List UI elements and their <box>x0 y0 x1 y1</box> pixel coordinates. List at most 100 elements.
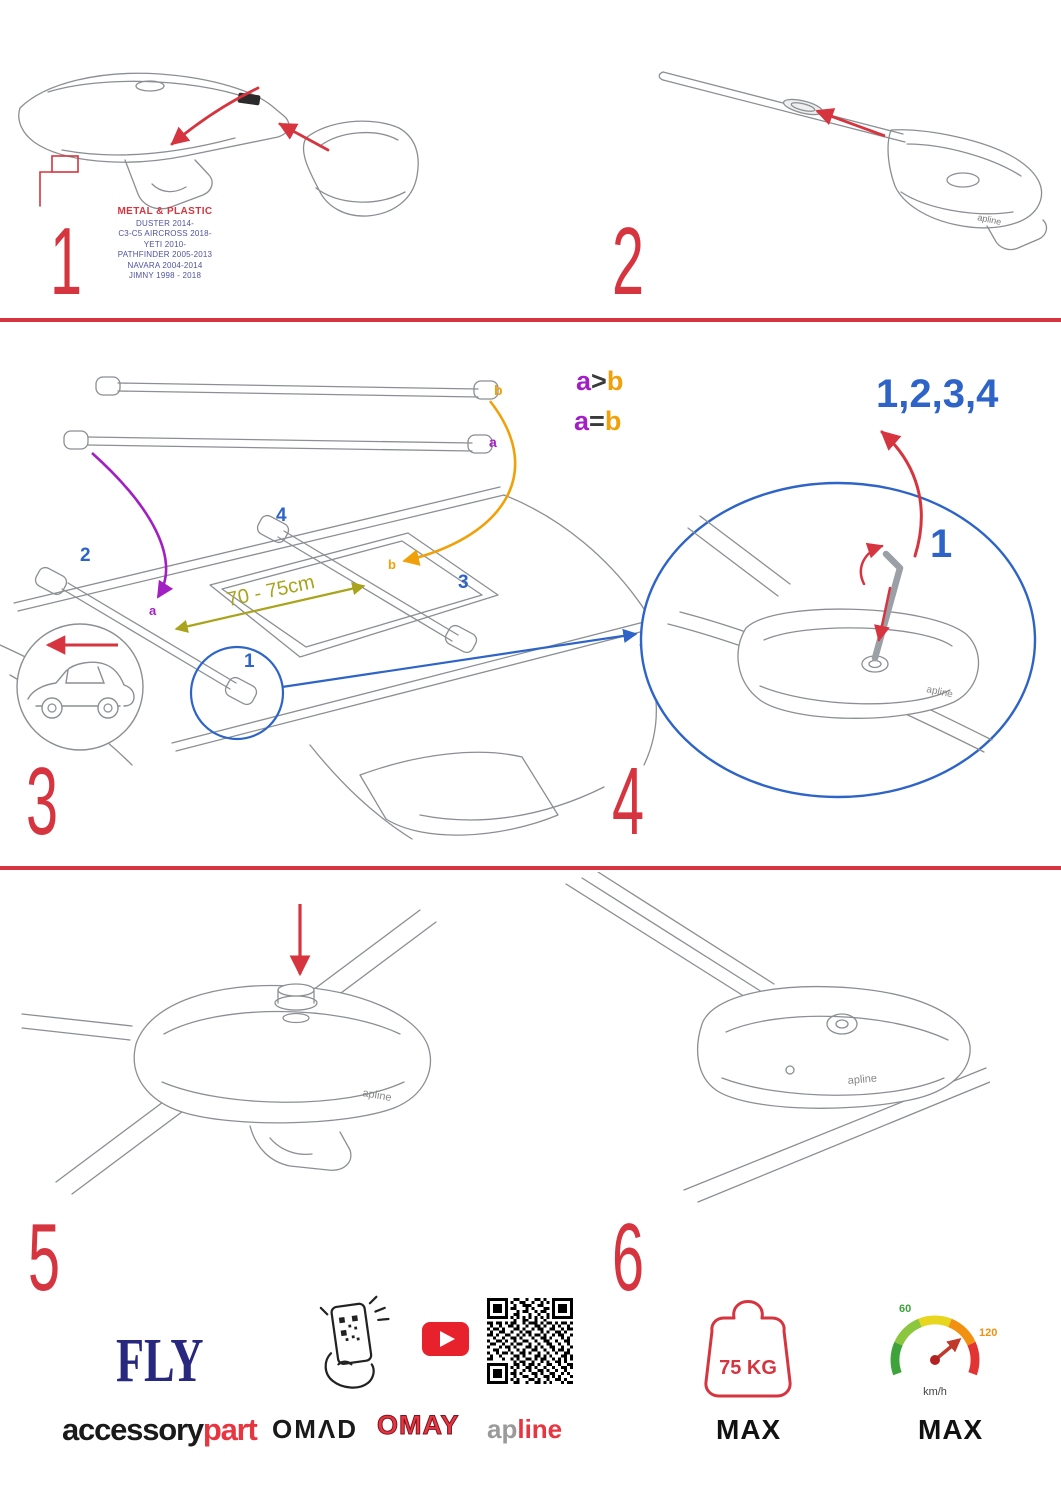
sunroof <box>209 532 499 658</box>
section-divider <box>0 318 1061 322</box>
crossbar-line <box>21 1027 131 1041</box>
bar-b-label: b <box>494 382 503 398</box>
crossbar-line <box>687 527 779 597</box>
roof-drawing <box>0 376 657 840</box>
foot-cap-drawing <box>21 909 437 1195</box>
cmp2-right: b <box>604 406 622 436</box>
car-direction-inset <box>16 623 144 751</box>
position-2-label: 2 <box>80 545 91 566</box>
step4-position-1-label: 1 <box>930 522 953 566</box>
a-pillar <box>309 744 413 840</box>
position-1-label: 1 <box>244 651 255 672</box>
speed-max-label: MAX <box>918 1414 984 1445</box>
apline-mark: apline <box>847 1072 877 1087</box>
cmp2-op: = <box>589 406 605 436</box>
model-entry: DUSTER 2014- <box>136 219 194 228</box>
step1-number: 1 <box>50 208 83 315</box>
foot1-callout-circle <box>189 645 285 741</box>
bar-a-label: a <box>489 434 497 450</box>
cmp1-right: b <box>606 366 624 396</box>
speedometer-arc <box>890 1315 980 1376</box>
speed-limit-icon: 60 120 km/h <box>890 1303 997 1398</box>
step6-number: 6 <box>612 1204 645 1311</box>
apline-mark: apline <box>977 212 1003 227</box>
foot-body <box>696 985 971 1109</box>
model-entry: YETI 2010- <box>143 239 187 249</box>
step5-diagram-cap-press: apline <box>21 904 437 1195</box>
insert-arrow <box>815 108 886 138</box>
foot-body-drawing <box>18 72 419 217</box>
step3-diagram-roof-layout: 70 - 75cm b a 2 4 3 1 b a <box>0 376 657 840</box>
crossbar-line <box>565 883 751 1001</box>
apline-gray: ap <box>487 1414 518 1444</box>
leader-line <box>39 171 53 207</box>
roof-a-label: a <box>149 603 157 618</box>
left-rail <box>13 486 501 604</box>
bar-b-placement-arrow <box>402 400 517 566</box>
step1-compatibility-notes: METAL & PLASTIC DUSTER 2014- C3-C5 AIRCR… <box>90 206 240 281</box>
cmp1-op: > <box>591 366 607 396</box>
step1-red-arrows <box>39 86 330 207</box>
bar-a-placement-arrow <box>91 452 174 599</box>
step1-diagram-foot-exploded <box>18 72 419 217</box>
zoom-connector-arrow <box>281 628 638 689</box>
step5-number: 5 <box>28 1204 61 1311</box>
section-divider <box>0 866 1061 870</box>
edge-trace-arrow <box>170 86 260 146</box>
cmp2-left: a <box>574 406 590 436</box>
weight-max-label: MAX <box>716 1414 782 1445</box>
speed-unit: km/h <box>923 1386 947 1398</box>
weight-limit-icon: 75 KG <box>704 1300 792 1398</box>
sequence-arrow <box>880 430 923 558</box>
qr-code <box>487 1298 573 1384</box>
step3-number: 3 <box>26 748 59 855</box>
step4-red-arrows <box>859 430 923 642</box>
front-crossbar <box>34 566 258 706</box>
speedometer-needle <box>933 1338 962 1362</box>
accessorypart-red: part <box>202 1412 258 1447</box>
speed-low-tick: 60 <box>899 1303 911 1315</box>
zoom-drawing <box>667 515 993 753</box>
step6-diagram-mounted-foot: apline <box>565 872 990 1203</box>
bar-slot <box>782 98 824 116</box>
end-clamp <box>986 219 1048 251</box>
weight-value: 75 KG <box>719 1357 777 1379</box>
cover-to-foot-arrow <box>278 122 330 152</box>
accessorypart-logo: accessorypart <box>62 1412 258 1448</box>
roof-b-label: b <box>388 557 396 572</box>
step4-number: 4 <box>612 748 645 855</box>
model-entry: PATHFINDER 2005-2013 <box>117 250 213 260</box>
step2-number: 2 <box>612 208 645 315</box>
omay-logo: OMAY <box>377 1410 460 1441</box>
roof-rear-curve <box>503 494 649 616</box>
bar-end-drawing <box>658 71 1048 251</box>
apline-red: line <box>517 1414 563 1444</box>
right-rail <box>171 620 649 744</box>
phone-screen-qr <box>338 1315 360 1342</box>
model-entry: JIMNY 1998 - 2018 <box>128 270 202 280</box>
youtube-icon <box>422 1322 469 1356</box>
fly-logo: FLY <box>116 1327 204 1395</box>
material-label: METAL & PLASTIC <box>117 206 213 217</box>
crossbar-bottom-edge <box>662 79 906 143</box>
size-comparison-1: a>b <box>576 366 623 397</box>
foot-body <box>737 608 980 719</box>
tighten-sequence-label: 1,2,3,4 <box>876 372 999 416</box>
apline-logo: apline <box>487 1414 562 1445</box>
lever-highlight-box <box>51 155 79 173</box>
clamp-hook <box>249 1125 352 1171</box>
model-entry: C3-C5 AIRCROSS 2018- <box>118 229 212 239</box>
step4-diagram-tighten-zoom: apline <box>639 430 1037 799</box>
cmp1-left: a <box>576 366 592 396</box>
apline-mark: apline <box>361 1087 392 1104</box>
loose-bar-b <box>95 376 499 400</box>
loose-bar-a <box>63 430 493 454</box>
size-comparison-2: a=b <box>574 406 621 437</box>
model-entry: NAVARA 2004-2014 <box>127 260 203 270</box>
clamp-part <box>124 159 213 210</box>
logo-plate <box>237 92 261 106</box>
position-4-label: 4 <box>276 505 287 526</box>
rotate-arrow <box>859 542 884 586</box>
press-down-arrow <box>874 586 892 642</box>
accessorypart-black: accessory <box>62 1412 204 1447</box>
